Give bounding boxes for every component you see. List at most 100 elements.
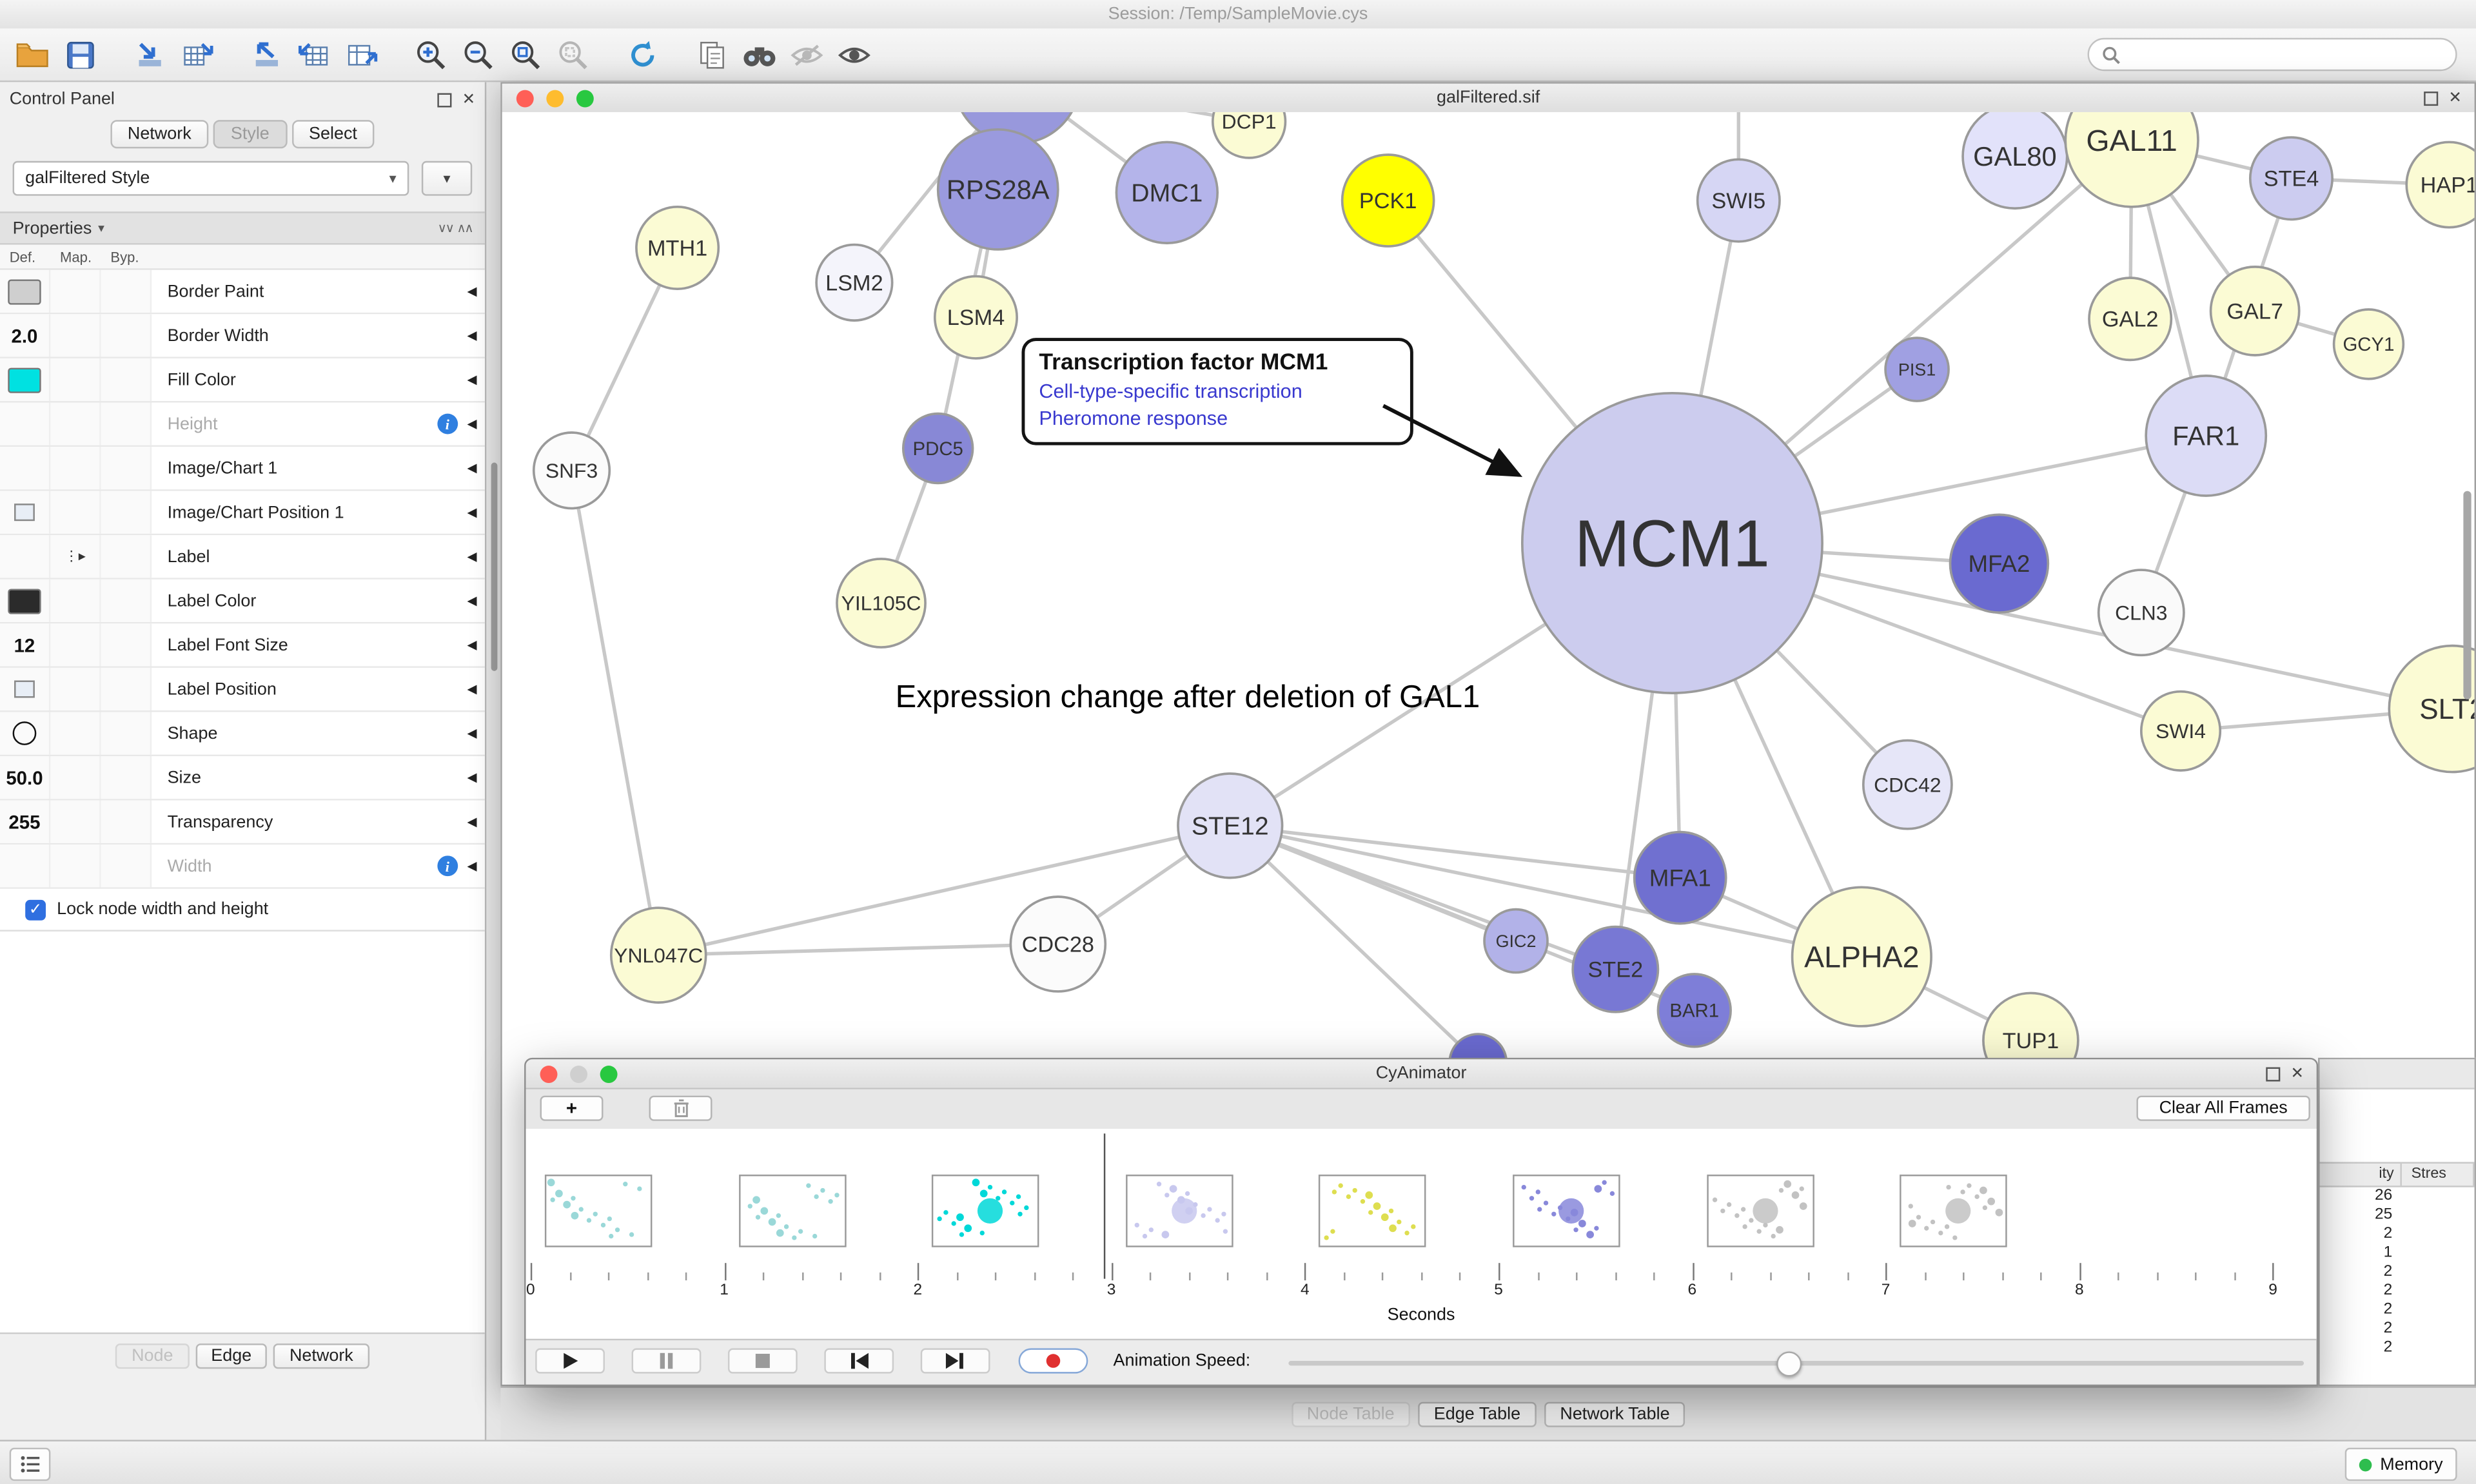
expand-row-arrow-icon[interactable]: ◀ [467,726,477,741]
byp-cell[interactable] [101,535,152,578]
edge-CDC28-YNL047C[interactable] [658,942,1058,957]
node-PIS1[interactable] [1884,337,1950,402]
import-network-button[interactable] [126,32,173,77]
def-cell[interactable]: 12 [0,623,51,667]
map-cell[interactable] [50,845,101,888]
edge-YNL047C-STE12[interactable] [658,824,1231,957]
column-header-stress[interactable]: Stres [2402,1163,2475,1186]
node-DCP1[interactable] [1211,112,1287,159]
node-GAL2[interactable] [2088,277,2173,362]
speed-slider-thumb[interactable] [1776,1351,1802,1377]
tab-style[interactable]: Style [213,120,287,149]
byp-cell[interactable] [101,800,152,843]
first-neighbors-button[interactable] [736,32,783,77]
frame-thumbnail-3[interactable] [932,1175,1039,1247]
map-cell[interactable] [50,269,101,313]
property-row-border-paint[interactable]: Border Paint◀ [0,269,485,315]
expand-row-arrow-icon[interactable]: ◀ [467,770,477,785]
export-image-button[interactable] [338,32,385,77]
float-window-icon[interactable] [2265,1066,2280,1081]
edge-N0-DCP1[interactable] [1017,112,1250,124]
tab-network[interactable]: Network [110,120,209,149]
export-network-button[interactable] [243,32,290,77]
edge-SNF3-YNL047C[interactable] [569,470,660,956]
node-GAL7[interactable] [2209,266,2301,356]
search-input[interactable] [2128,43,2443,66]
node-SLT2[interactable] [2388,644,2475,774]
table-row[interactable]: 2 [2320,1225,2475,1244]
info-icon[interactable]: i [437,413,458,434]
byp-cell[interactable] [101,756,152,799]
node-SWI4[interactable] [2139,690,2222,772]
zoom-selected-button[interactable] [549,32,596,77]
node-CDC28[interactable] [1009,895,1107,993]
node-YIL105C[interactable] [836,558,927,649]
expand-row-arrow-icon[interactable]: ◀ [467,549,477,564]
float-window-icon[interactable] [2423,90,2438,105]
close-window-light[interactable] [540,1064,558,1082]
save-session-button[interactable] [57,32,104,77]
refresh-layout-button[interactable] [619,32,666,77]
node-HAP1[interactable] [2405,141,2475,229]
tab-select[interactable]: Select [291,120,375,149]
memory-button[interactable]: Memory [2345,1447,2457,1481]
annotation-link-1[interactable]: Cell-type-specific transcription [1039,380,1302,403]
zoom-out-button[interactable] [455,32,502,77]
node-CLN3[interactable] [2097,569,2185,657]
node-MCM1[interactable] [1520,391,1823,694]
byp-cell[interactable] [101,579,152,622]
expand-row-arrow-icon[interactable]: ◀ [467,328,477,343]
def-cell[interactable] [0,447,51,490]
expand-row-arrow-icon[interactable]: ◀ [467,638,477,652]
node-RPS28A[interactable] [936,128,1059,251]
node-STE4[interactable] [2248,136,2334,221]
map-cell[interactable] [50,579,101,622]
def-cell[interactable] [0,712,51,755]
map-cell[interactable] [50,358,101,402]
close-window-light[interactable] [516,89,534,107]
add-frame-button[interactable]: + [540,1095,604,1121]
cyanimator-titlebar[interactable]: CyAnimator ✕ [526,1059,2317,1089]
table-row[interactable]: 2 [2320,1282,2475,1301]
def-cell[interactable] [0,535,51,578]
panel-splitter-handle[interactable] [491,462,498,671]
byp-cell[interactable] [101,402,152,445]
map-cell[interactable] [50,447,101,490]
column-header-centrality[interactable]: ity [2320,1163,2402,1186]
delete-frame-button[interactable] [649,1095,712,1121]
property-row-label-color[interactable]: Label Color◀ [0,579,485,624]
frame-thumbnail-5[interactable] [1319,1175,1427,1247]
def-cell[interactable] [0,667,51,711]
float-panel-icon[interactable] [437,92,451,107]
table-row[interactable]: 1 [2320,1244,2475,1263]
previous-frame-button[interactable] [824,1348,894,1374]
edge-STE12-B1[interactable] [1228,824,1480,1064]
def-cell[interactable] [0,402,51,445]
node-MFA1[interactable] [1633,830,1727,925]
frame-thumbnail-6[interactable] [1513,1175,1620,1247]
export-table-button[interactable] [291,32,338,77]
table-row[interactable]: 2 [2320,1301,2475,1320]
close-window-icon[interactable]: ✕ [2290,1064,2304,1082]
node-DMC1[interactable] [1115,141,1219,244]
map-cell[interactable]: ⋮▸ [50,535,101,578]
tab-node-table[interactable]: Node Table [1291,1401,1411,1427]
table-column-headers[interactable]: ity Stres [2319,1162,2475,1187]
map-cell[interactable] [50,712,101,755]
map-cell[interactable] [50,800,101,843]
zoom-window-light[interactable] [576,89,594,107]
map-cell[interactable] [50,756,101,799]
network-window-titlebar[interactable]: galFiltered.sif ✕ [502,83,2475,114]
frame-thumbnail-4[interactable] [1125,1175,1233,1247]
map-cell[interactable] [50,491,101,534]
zoom-fit-button[interactable] [502,32,549,77]
map-cell[interactable] [50,402,101,445]
node-LSM4[interactable] [933,275,1018,360]
tab-network-style[interactable]: Network [273,1343,369,1369]
pause-button[interactable] [631,1348,702,1374]
